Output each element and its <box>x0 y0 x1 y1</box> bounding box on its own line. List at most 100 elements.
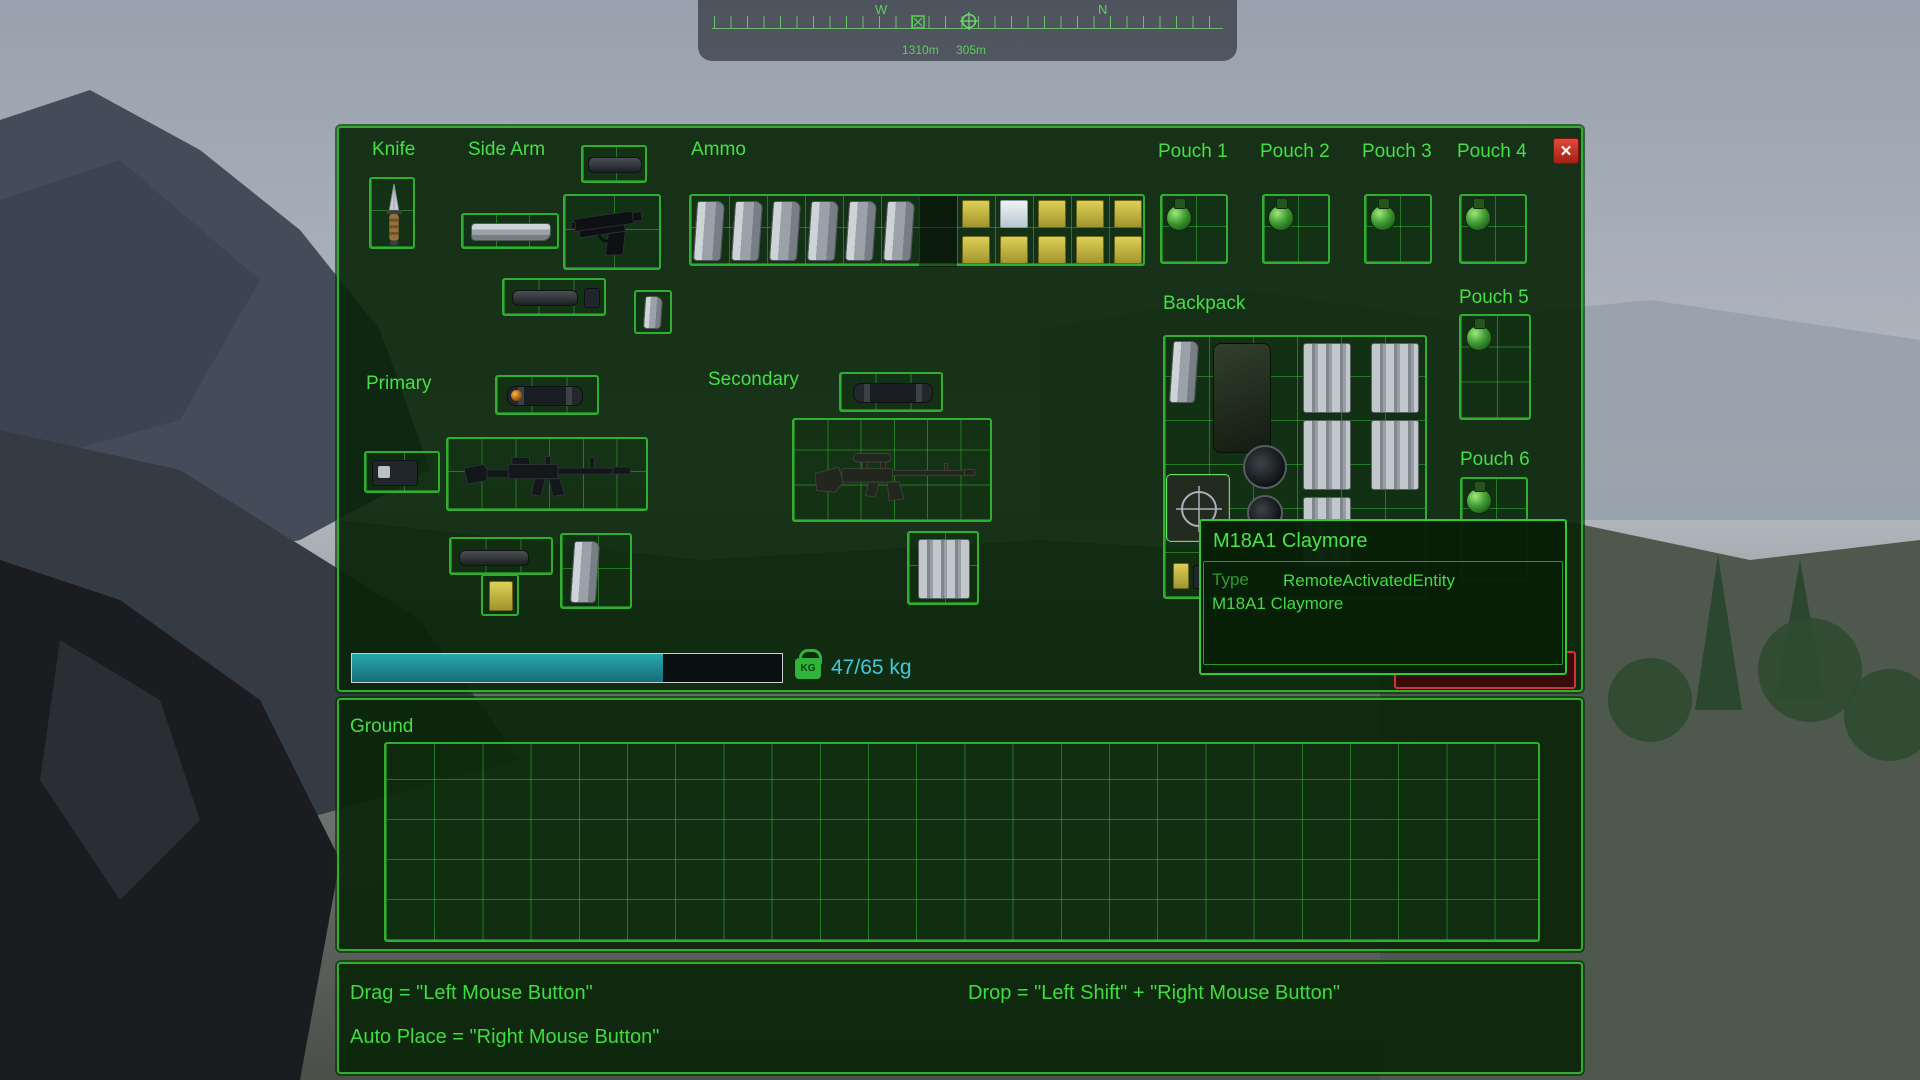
magazine-item[interactable] <box>471 223 551 241</box>
sidearm-small-slot[interactable] <box>634 290 672 334</box>
pouch-4-label: Pouch 4 <box>1457 141 1527 162</box>
weight-bar <box>351 653 783 683</box>
pistol-part-item[interactable] <box>584 288 600 308</box>
folded-item[interactable] <box>1303 420 1351 490</box>
pouch-1-grid[interactable] <box>1160 194 1228 264</box>
pouch-3-grid[interactable] <box>1364 194 1432 264</box>
pistol-item[interactable] <box>566 198 659 267</box>
primary-part-slot[interactable] <box>364 451 440 493</box>
compass-line <box>712 28 1223 29</box>
ammo-box-item[interactable] <box>1076 200 1104 228</box>
small-bottle-item[interactable] <box>1173 563 1189 589</box>
secondary-label: Secondary <box>708 369 799 390</box>
rifle-mag-item[interactable] <box>806 201 840 261</box>
pouch-6-label: Pouch 6 <box>1460 449 1530 470</box>
rifle-mag-item[interactable] <box>882 201 916 261</box>
compass-distance-b: 305m <box>956 43 987 57</box>
knife-slot[interactable] <box>369 177 415 249</box>
ground-panel: Ground <box>337 698 1583 951</box>
ammo-box-item[interactable] <box>1114 236 1142 264</box>
part-detail <box>378 466 390 478</box>
folded-item[interactable] <box>918 539 970 599</box>
primary-weapon-slot[interactable] <box>446 437 648 511</box>
tooltip-body: Type RemoteActivatedEntity M18A1 Claymor… <box>1203 561 1563 665</box>
compass-hud: W N 1310m 305m <box>698 0 1237 61</box>
rifle-dmr-item[interactable] <box>798 430 990 514</box>
secondary-mag-slot[interactable] <box>907 531 979 605</box>
pouch-2-label: Pouch 2 <box>1260 141 1330 162</box>
folded-item[interactable] <box>1303 343 1351 413</box>
pouch-4-grid[interactable] <box>1459 194 1527 264</box>
sidearm-suppressor-slot[interactable] <box>502 278 606 316</box>
primary-optic-slot[interactable] <box>495 375 599 415</box>
scope-item[interactable] <box>507 386 583 406</box>
secondary-weapon-slot[interactable] <box>792 418 992 522</box>
pouch-5-label: Pouch 5 <box>1459 287 1529 308</box>
weight-bar-fill <box>352 654 663 682</box>
ammo-box-item[interactable] <box>962 200 990 228</box>
ammo-grid[interactable] <box>689 194 1145 267</box>
ground-label: Ground <box>350 716 414 737</box>
secondary-optic-slot[interactable] <box>839 372 943 412</box>
rifle-mag-item[interactable] <box>569 541 601 603</box>
folded-item[interactable] <box>1371 420 1419 490</box>
close-button[interactable]: ✕ <box>1553 138 1579 164</box>
grenade-item[interactable] <box>1465 481 1493 514</box>
ammo-box-item[interactable] <box>1076 236 1104 264</box>
ammo-box-item[interactable] <box>489 581 513 611</box>
tooltip-item-name: M18A1 Claymore <box>1212 594 1344 613</box>
backpack-label: Backpack <box>1163 293 1246 314</box>
help-panel: Drag = "Left Mouse Button" Drop = "Left … <box>337 962 1583 1074</box>
grenade-item[interactable] <box>1465 318 1493 351</box>
ground-grid[interactable] <box>384 742 1540 942</box>
grenade-item[interactable] <box>1464 198 1492 231</box>
inventory-panel: ✕ Knife Side Arm Ammo Pouch 1 Pouch 2 Po… <box>337 126 1583 692</box>
knife-item[interactable] <box>381 182 407 248</box>
sidearm-mag-slot[interactable] <box>461 213 559 249</box>
empty-dark-cell[interactable] <box>919 196 957 267</box>
magazine-item[interactable] <box>642 296 664 329</box>
rifle-mag-item[interactable] <box>844 201 878 261</box>
grenade-item[interactable] <box>1267 198 1295 231</box>
rifle-mag-item[interactable] <box>692 201 726 261</box>
suppressor-item[interactable] <box>512 290 578 306</box>
tooltip-title: M18A1 Claymore <box>1213 530 1368 552</box>
rifle-m4-item[interactable] <box>455 445 643 507</box>
scope-item[interactable] <box>853 383 933 403</box>
suppressor-item[interactable] <box>459 550 529 566</box>
sidearm-attachment-slot[interactable] <box>581 145 647 183</box>
pouch-5-grid[interactable] <box>1459 314 1531 420</box>
kg-weight-icon: KG <box>795 649 822 679</box>
utility-pouch-item[interactable] <box>1213 343 1271 453</box>
primary-mag-slot[interactable] <box>560 533 632 609</box>
suppressor-item[interactable] <box>588 157 642 173</box>
tooltip-type-value: RemoteActivatedEntity <box>1283 571 1455 590</box>
magazine-item[interactable] <box>1168 341 1200 403</box>
sidearm-slot[interactable] <box>563 194 661 270</box>
grenade-item[interactable] <box>1369 198 1397 231</box>
ammo-box-item[interactable] <box>1000 236 1028 264</box>
grenade-item[interactable] <box>1165 198 1193 231</box>
ammo-box-item[interactable] <box>1114 200 1142 228</box>
compass-north-label: N <box>1098 2 1108 17</box>
ammo-box-item[interactable] <box>962 236 990 264</box>
primary-ammo-slot[interactable] <box>481 574 519 616</box>
primary-label: Primary <box>366 373 432 394</box>
item-tooltip: M18A1 Claymore Type RemoteActivatedEntit… <box>1199 519 1567 675</box>
rifle-mag-item[interactable] <box>768 201 802 261</box>
scope-lens-glint <box>511 390 522 401</box>
weight-value: 47/65 kg <box>831 656 912 679</box>
ammo-box-item[interactable] <box>1038 200 1066 228</box>
pouch-2-grid[interactable] <box>1262 194 1330 264</box>
ammo-box-white-item[interactable] <box>1000 200 1028 228</box>
help-drop: Drop = "Left Shift" + "Right Mouse Butto… <box>968 982 1340 1004</box>
folded-item[interactable] <box>1371 343 1419 413</box>
help-drag: Drag = "Left Mouse Button" <box>350 982 593 1004</box>
rifle-mag-item[interactable] <box>730 201 764 261</box>
pouch-1-label: Pouch 1 <box>1158 141 1228 162</box>
compass-distance-a: 1310m <box>902 43 939 57</box>
ammo-box-item[interactable] <box>1038 236 1066 264</box>
primary-suppressor-slot[interactable] <box>449 537 553 575</box>
scope-lens-item[interactable] <box>1243 445 1287 489</box>
pouch-3-label: Pouch 3 <box>1362 141 1432 162</box>
